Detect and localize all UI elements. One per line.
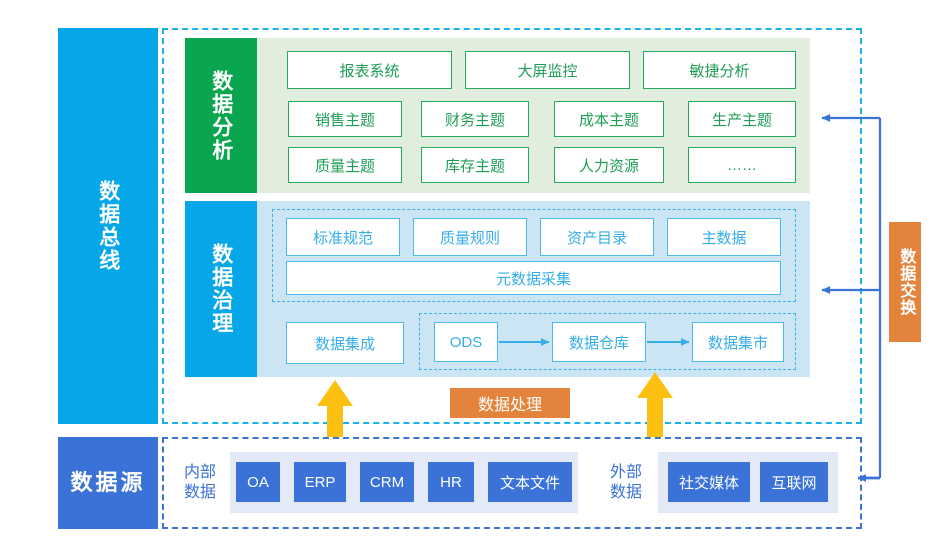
governance-layer-tag-label: 数据治理 bbox=[209, 243, 233, 335]
external-data-label-line1: 外部 bbox=[609, 464, 642, 481]
analysis-layer-tag-label: 数据分析 bbox=[209, 69, 233, 162]
source-chip-erp[interactable]: ERP bbox=[294, 462, 346, 502]
rail-data-source[interactable]: 数据源 bbox=[58, 437, 158, 529]
external-data-label-line2: 数据 bbox=[609, 484, 642, 501]
source-chip-oa[interactable]: OA bbox=[236, 462, 280, 502]
rail-data-bus[interactable]: 数据总线 bbox=[58, 28, 158, 424]
analysis-cell-inventory-topic[interactable]: 库存主题 bbox=[421, 147, 529, 183]
analysis-cell-cost-topic[interactable]: 成本主题 bbox=[554, 101, 664, 137]
internal-data-label-line1: 内部 bbox=[183, 464, 216, 481]
analysis-cell-sales-topic[interactable]: 销售主题 bbox=[288, 101, 402, 137]
governance-cell-data-integration[interactable]: 数据集成 bbox=[286, 322, 404, 364]
source-chip-text-file[interactable]: 文本文件 bbox=[488, 462, 572, 502]
warehouse-cell-ods[interactable]: ODS bbox=[434, 322, 498, 362]
warehouse-flow-group bbox=[419, 313, 796, 370]
source-chip-crm[interactable]: CRM bbox=[360, 462, 414, 502]
governance-cell-master-data[interactable]: 主数据 bbox=[667, 218, 781, 256]
analysis-layer-tag[interactable]: 数据分析 bbox=[185, 38, 257, 193]
internal-data-label-line2: 数据 bbox=[183, 484, 216, 501]
rail-data-source-label: 数据源 bbox=[70, 469, 146, 495]
source-chip-hr[interactable]: HR bbox=[428, 462, 474, 502]
governance-layer-tag[interactable]: 数据治理 bbox=[185, 201, 257, 377]
rail-data-bus-label: 数据总线 bbox=[96, 180, 120, 272]
governance-cell-asset-catalog[interactable]: 资产目录 bbox=[540, 218, 654, 256]
warehouse-cell-data-warehouse[interactable]: 数据仓库 bbox=[552, 322, 646, 362]
analysis-cell-quality-topic[interactable]: 质量主题 bbox=[288, 147, 402, 183]
analysis-cell-finance-topic[interactable]: 财务主题 bbox=[421, 101, 529, 137]
data-processing-label[interactable]: 数据处理 bbox=[450, 388, 570, 418]
rail-data-exchange[interactable]: 数据交换 bbox=[889, 222, 921, 342]
analysis-cell-report-system[interactable]: 报表系统 bbox=[287, 51, 452, 89]
governance-standards-group bbox=[272, 209, 796, 302]
rail-data-exchange-label: 数据交换 bbox=[897, 248, 915, 316]
analysis-cell-bigscreen-monitor[interactable]: 大屏监控 bbox=[465, 51, 630, 89]
external-data-label: 外部 数据 bbox=[598, 458, 654, 508]
governance-cell-quality-rules[interactable]: 质量规则 bbox=[413, 218, 527, 256]
governance-metadata-collection-bar[interactable]: 元数据采集 bbox=[286, 261, 781, 295]
analysis-cell-production-topic[interactable]: 生产主题 bbox=[688, 101, 796, 137]
analysis-cell-human-resources[interactable]: 人力资源 bbox=[554, 147, 664, 183]
analysis-cell-agile-analysis[interactable]: 敏捷分析 bbox=[643, 51, 796, 89]
source-chip-social-media[interactable]: 社交媒体 bbox=[668, 462, 750, 502]
internal-data-label: 内部 数据 bbox=[172, 458, 228, 508]
source-chip-internet[interactable]: 互联网 bbox=[760, 462, 828, 502]
governance-cell-standard-spec[interactable]: 标准规范 bbox=[286, 218, 400, 256]
warehouse-cell-data-mart[interactable]: 数据集市 bbox=[692, 322, 784, 362]
datasource-dashed-container bbox=[162, 437, 862, 529]
platform-dashed-container bbox=[162, 28, 862, 424]
analysis-cell-more[interactable]: …… bbox=[688, 147, 796, 183]
